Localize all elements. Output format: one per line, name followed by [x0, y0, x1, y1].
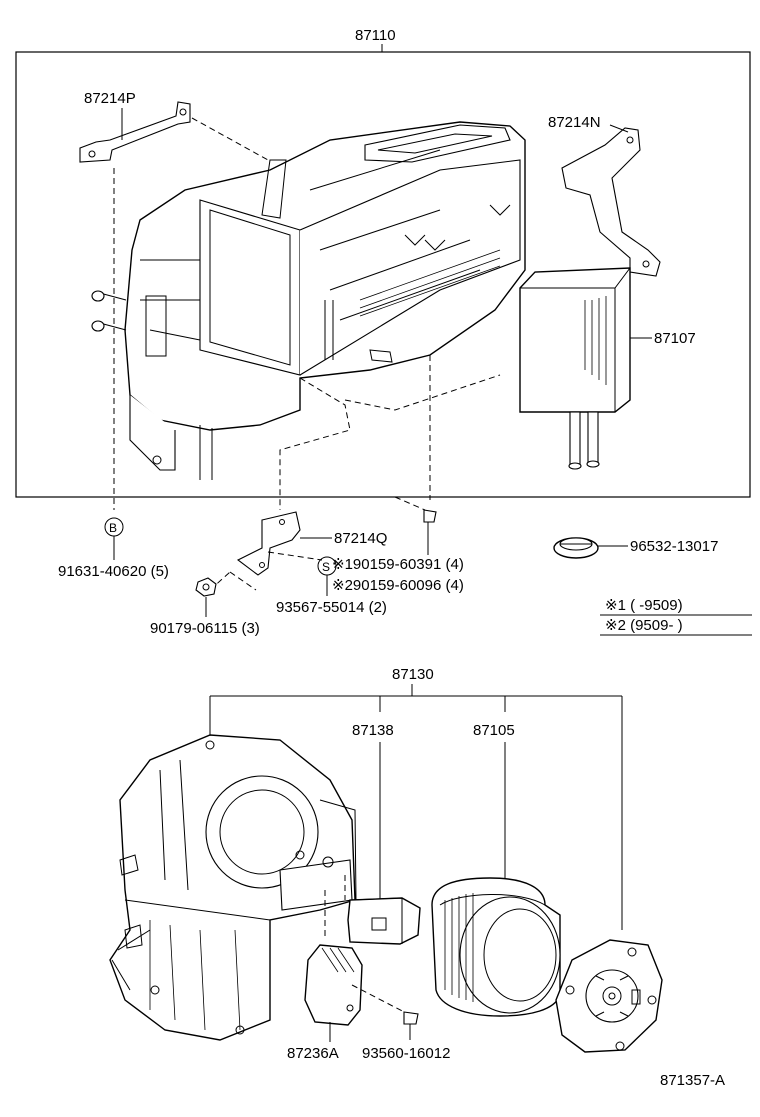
- label-91631-40620: 91631-40620 (5): [58, 563, 169, 580]
- blower-fan-87105: [431, 877, 561, 1017]
- nut-90179: [195, 577, 217, 597]
- heater-unit-body: [91, 121, 526, 480]
- blower-motor: [555, 939, 663, 1053]
- marker-b-text: B: [109, 521, 117, 535]
- label-96532-13017: 96532-13017: [630, 538, 718, 555]
- marker-s-text: S: [322, 560, 330, 574]
- label-93567-55014: 93567-55014 (2): [276, 599, 387, 616]
- label-screw-1: ※190159-60391 (4): [332, 556, 464, 573]
- label-87214n: 87214N: [548, 114, 601, 131]
- screw-93560: [403, 1011, 419, 1040]
- note-2: ※2 (9509- ): [605, 617, 683, 634]
- blower-case: [109, 734, 357, 1041]
- label-87130: 87130: [392, 666, 434, 683]
- label-87236a: 87236A: [287, 1045, 339, 1062]
- screw-90159: [394, 496, 437, 540]
- label-87214q: 87214Q: [334, 530, 387, 547]
- bracket-87214p: [79, 101, 191, 163]
- heater-unit-frame: [15, 51, 751, 498]
- label-93560-16012: 93560-16012: [362, 1045, 450, 1062]
- label-screw-2: ※290159-60096 (4): [332, 577, 464, 594]
- bracket-87214q: [236, 511, 301, 576]
- label-87214p: 87214P: [84, 90, 136, 107]
- grommet-96532: [553, 537, 599, 559]
- resistor-87138: [347, 897, 421, 945]
- label-87105: 87105: [473, 722, 515, 739]
- bracket-87214n: [561, 127, 661, 277]
- note-1: ※1 ( -9509): [605, 597, 683, 614]
- heater-core-87107: [519, 267, 631, 470]
- figure-id: 871357-A: [660, 1072, 725, 1089]
- label-87138: 87138: [352, 722, 394, 739]
- label-87107: 87107: [654, 330, 696, 347]
- label-87110: 87110: [355, 27, 396, 44]
- damper-87236a: [304, 944, 363, 1026]
- label-90179-06115: 90179-06115 (3): [150, 620, 260, 637]
